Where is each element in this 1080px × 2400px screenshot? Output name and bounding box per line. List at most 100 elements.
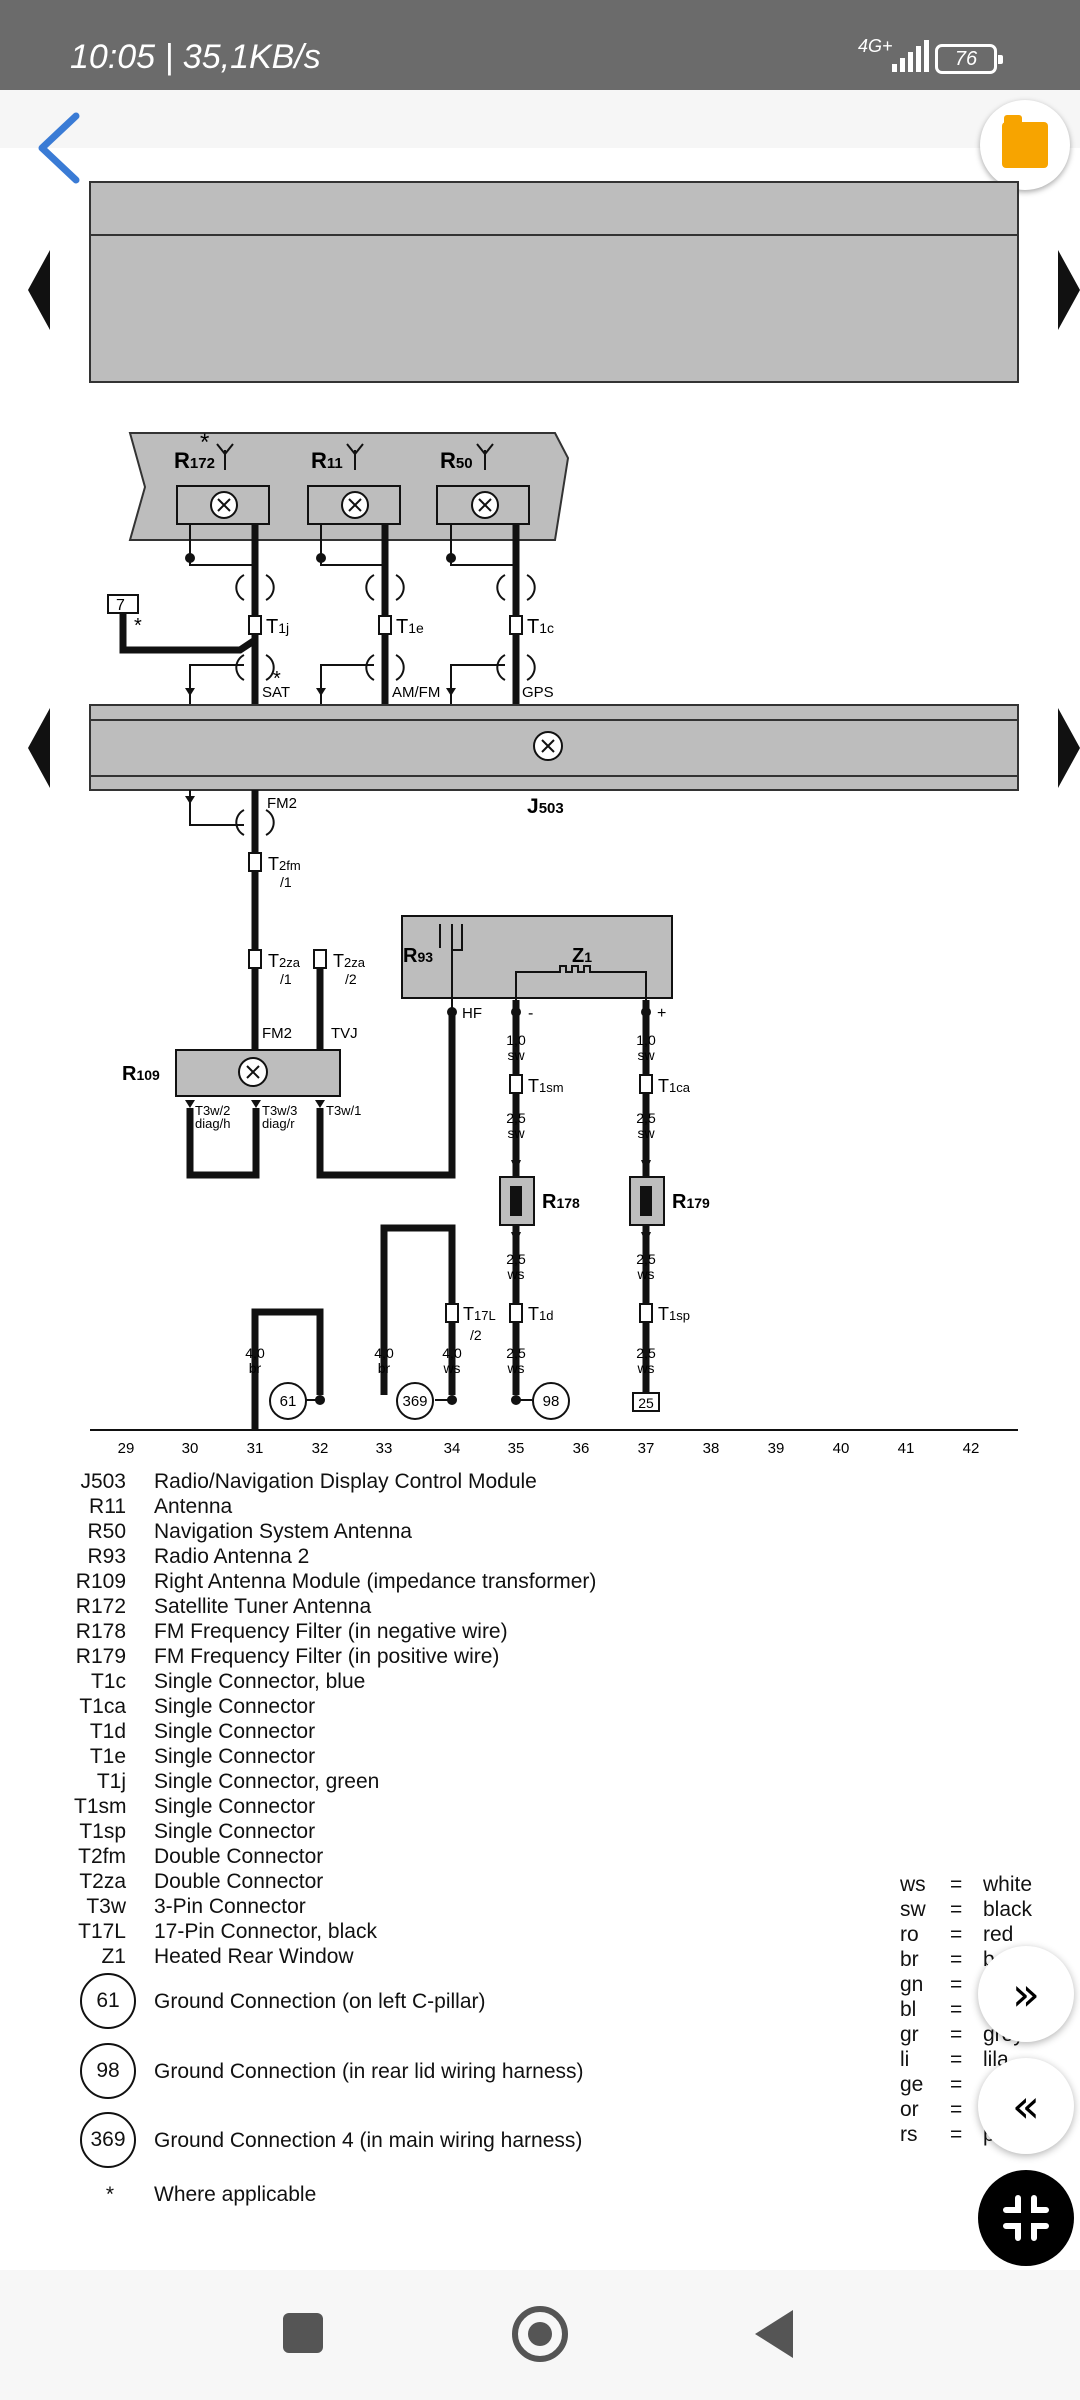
next-page-button[interactable]: »	[978, 1946, 1074, 2042]
svg-text:diag/r: diag/r	[262, 1116, 295, 1131]
status-time: 10:05 | 35,1KB/s	[70, 38, 321, 76]
svg-text:31: 31	[247, 1440, 264, 1457]
svg-text:sw: sw	[637, 1125, 655, 1141]
battery-icon: 76	[935, 44, 1003, 74]
svg-text:*: *	[134, 615, 142, 637]
svg-text:36: 36	[573, 1440, 590, 1457]
collapse-icon	[1003, 2195, 1049, 2241]
svg-text:2,5: 2,5	[636, 1345, 656, 1361]
ground-98: 98	[543, 1393, 560, 1410]
collapse-fullscreen-button[interactable]	[978, 2170, 1074, 2266]
svg-text:ws: ws	[636, 1360, 654, 1376]
svg-text:41: 41	[898, 1440, 915, 1457]
ground-legend-row: 98 Ground Connection (in rear lid wiring…	[74, 2043, 634, 2103]
double-chevron-left-icon: «	[1011, 2079, 1041, 2133]
hf-label: HF	[462, 1005, 482, 1022]
svg-text:sw: sw	[637, 1047, 655, 1063]
r172-star: *	[200, 429, 209, 456]
svg-text:1,0: 1,0	[636, 1032, 656, 1048]
r93-label: R93	[403, 945, 433, 967]
fm2-top-label: FM2	[267, 795, 297, 812]
status-bar: 10:05 | 35,1KB/s 4G+ 76	[0, 0, 1080, 90]
ground-369: 369	[402, 1393, 427, 1410]
next-page-arrow-mid[interactable]	[1052, 708, 1080, 788]
amfm-label: AM/FM	[392, 684, 440, 701]
t1ca-label: T1ca	[658, 1076, 691, 1096]
sat-label: SAT	[262, 684, 290, 701]
svg-text:2,5: 2,5	[506, 1251, 526, 1267]
back-button[interactable]	[30, 108, 90, 188]
r109-label: R109	[122, 1063, 160, 1085]
svg-text:ws: ws	[506, 1360, 524, 1376]
ground-legend-row: 61 Ground Connection (on left C-pillar)	[74, 1973, 634, 2033]
toolbar	[0, 90, 1080, 148]
next-page-arrow-top[interactable]	[1052, 250, 1080, 330]
svg-text:/1: /1	[280, 971, 292, 987]
svg-text:/2: /2	[345, 971, 357, 987]
ref-7: 7	[116, 597, 125, 614]
svg-text:35: 35	[508, 1440, 525, 1457]
svg-text:ws: ws	[636, 1266, 654, 1282]
svg-text:2,5: 2,5	[636, 1110, 656, 1126]
svg-text:T3w/3: T3w/3	[262, 1103, 297, 1118]
svg-text:-: -	[528, 1005, 533, 1022]
upper-panel	[89, 181, 1019, 383]
svg-text:br: br	[378, 1360, 391, 1376]
signal-icon	[892, 40, 929, 72]
double-chevron-right-icon: »	[1011, 1967, 1041, 2021]
t1sp-label: T1sp	[658, 1304, 690, 1324]
home-button[interactable]	[512, 2306, 568, 2362]
ground-legend-row: 369 Ground Connection 4 (in main wiring …	[74, 2112, 634, 2172]
svg-text:34: 34	[444, 1440, 461, 1457]
svg-text:sw: sw	[507, 1125, 525, 1141]
svg-text:2,5: 2,5	[506, 1110, 526, 1126]
svg-text:33: 33	[376, 1440, 393, 1457]
recents-button[interactable]	[283, 2313, 323, 2353]
svg-text:4,0: 4,0	[442, 1345, 462, 1361]
svg-text:T3w/1: T3w/1	[326, 1103, 361, 1118]
t2fm-label: T2fm	[268, 854, 301, 874]
t1sm-label: T1sm	[528, 1076, 564, 1096]
r93-z1-module	[401, 915, 673, 999]
svg-text:ws: ws	[506, 1266, 524, 1282]
ground-61: 61	[280, 1393, 297, 1410]
t1j-label: T1j	[266, 616, 289, 638]
svg-text:2,5: 2,5	[506, 1345, 526, 1361]
svg-text:FM2: FM2	[262, 1025, 292, 1042]
svg-text:/2: /2	[470, 1327, 482, 1343]
svg-text:sw: sw	[507, 1047, 525, 1063]
r178-label: R178	[542, 1191, 580, 1213]
system-back-button[interactable]	[755, 2310, 793, 2358]
t2za2-label: T2za	[333, 951, 366, 971]
j503-label: J503	[527, 795, 564, 818]
ref-25: 25	[638, 1395, 654, 1411]
t1d-label: T1d	[528, 1304, 553, 1324]
z1-label: Z1	[572, 945, 592, 967]
folder-button[interactable]	[980, 100, 1070, 190]
t1e-label: T1e	[396, 616, 424, 638]
prev-page-arrow-mid[interactable]	[20, 708, 60, 788]
svg-text:+: +	[657, 1005, 666, 1022]
footnote-row: * Where applicable	[105, 2183, 317, 2206]
svg-text:/1: /1	[280, 874, 292, 890]
svg-text:ws: ws	[442, 1360, 460, 1376]
t1c-label: T1c	[527, 616, 554, 638]
prev-page-arrow-top[interactable]	[20, 250, 60, 330]
prev-page-button[interactable]: «	[978, 2058, 1074, 2154]
svg-text:1,0: 1,0	[506, 1032, 526, 1048]
svg-text:T3w/2: T3w/2	[195, 1103, 230, 1118]
